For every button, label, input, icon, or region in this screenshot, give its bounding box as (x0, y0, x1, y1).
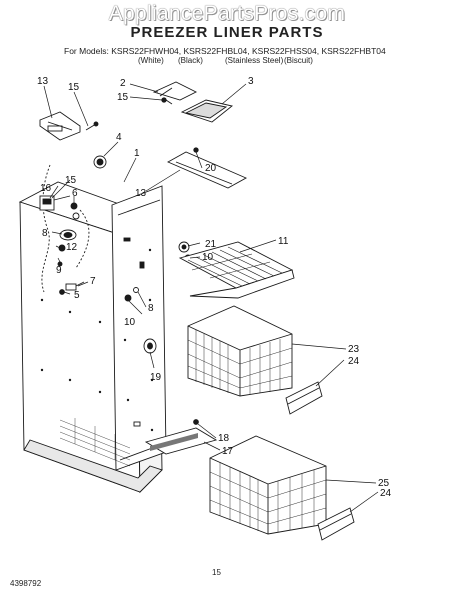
freezer-liner (18, 164, 167, 494)
part-13-rail (166, 147, 248, 189)
callout-20: 20 (205, 163, 217, 174)
leader-lines (43, 83, 379, 513)
callout-13: 13 (135, 188, 147, 199)
callout-15a: 15 (68, 82, 80, 93)
callout-9: 9 (56, 265, 62, 276)
part-4-grommet (93, 155, 107, 169)
part-8-bushing (124, 287, 139, 302)
callout-8b: 8 (148, 303, 154, 314)
watermark-text: AppliancePartsPros.com (108, 2, 346, 25)
part-19-roller (143, 338, 157, 354)
part-3-cover (180, 99, 234, 123)
page-number: 15 (212, 568, 221, 577)
variant-stainless: (Stainless Steel) (225, 56, 284, 65)
document-number: 4398792 (10, 579, 42, 588)
callout-5: 5 (74, 290, 80, 301)
part-11-wire-shelf (178, 241, 295, 299)
callout-6: 6 (72, 188, 78, 199)
callout-8a: 8 (42, 228, 48, 239)
variant-white: (White) (138, 56, 164, 65)
callout-15b: 15 (117, 92, 129, 103)
callout-11: 11 (278, 236, 289, 247)
part-24-lower-handle (317, 507, 355, 541)
part-2-bracket (152, 81, 198, 105)
part-15-screw (85, 121, 99, 131)
part-12-light-socket (57, 229, 77, 267)
callout-10b: 10 (124, 317, 136, 328)
callout-23: 23 (348, 344, 360, 355)
callout-3: 3 (248, 76, 254, 87)
part-23-upper-basket (187, 305, 293, 397)
part-5-clip (59, 281, 85, 295)
part-24-upper-handle (285, 381, 323, 415)
part-25-lower-basket (209, 435, 327, 535)
callout-7: 7 (90, 276, 96, 287)
diagram-title: PREEZER LINER PARTS (130, 24, 324, 41)
callout-14: 13 (37, 76, 49, 87)
callout-4: 4 (116, 132, 122, 143)
callout-17: 17 (222, 446, 234, 457)
model-list: For Models: KSRS22FHWH04, KSRS22FHBL04, … (64, 46, 386, 56)
variant-biscuit: (Biscuit) (284, 56, 313, 65)
callout-12: 12 (66, 242, 78, 253)
callout-25: 25 (378, 478, 390, 489)
part-16-switch (39, 195, 80, 220)
callout-16: 16 (40, 183, 52, 194)
callout-10a: 10 (202, 252, 214, 263)
callout-19: 19 (150, 372, 162, 383)
variant-black: (Black) (178, 56, 203, 65)
callout-1: 1 (134, 148, 140, 159)
part-17-slide-rail (144, 419, 218, 455)
callout-15c: 15 (65, 175, 77, 186)
callout-21: 21 (205, 239, 217, 250)
callout-24b: 24 (380, 488, 392, 499)
callout-2: 2 (120, 78, 126, 89)
callout-24a: 24 (348, 356, 360, 367)
part-14-bracket (39, 111, 81, 141)
callout-18: 18 (218, 433, 230, 444)
